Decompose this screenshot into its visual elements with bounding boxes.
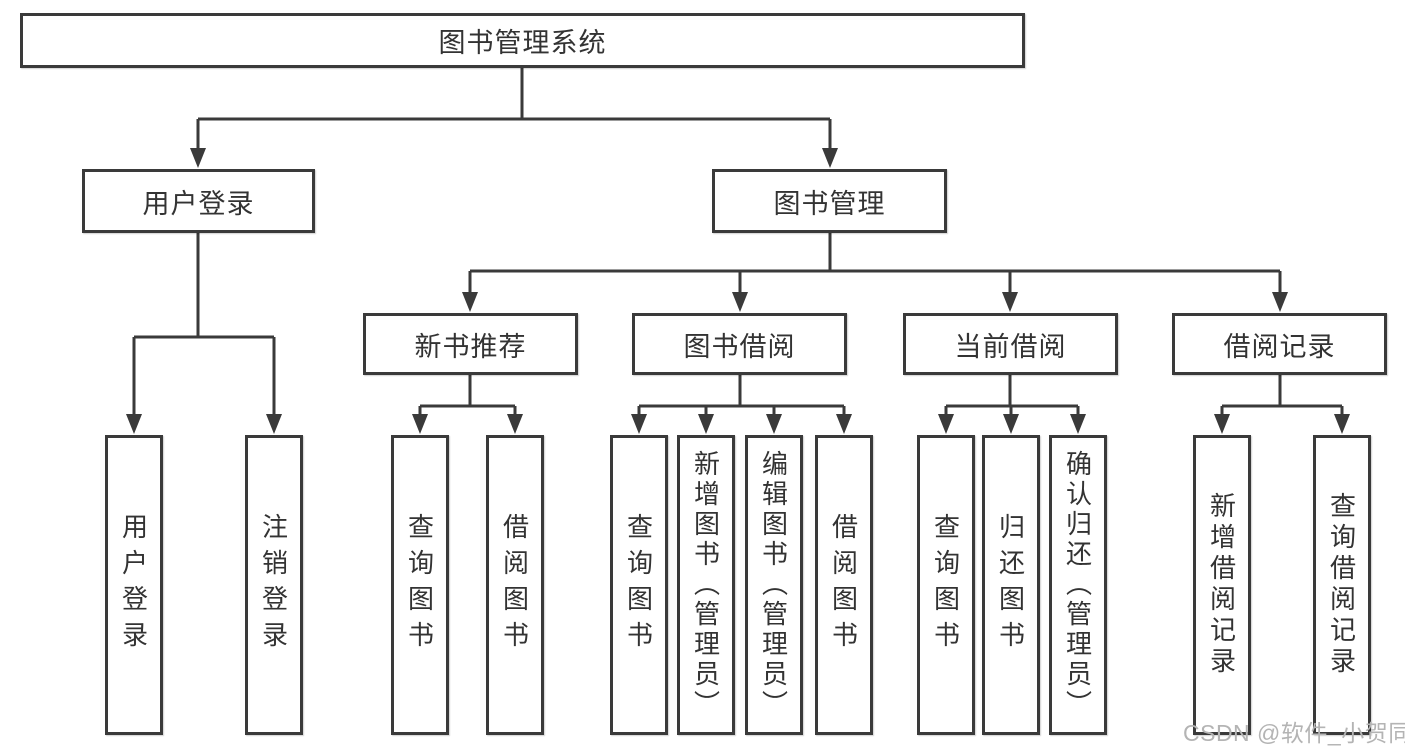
leaf-user-login: 用户登录 xyxy=(105,435,163,735)
leaf-label: 归还图书 xyxy=(995,513,1026,657)
leaf-label: 注销登录 xyxy=(258,513,289,657)
node-current-borrowing: 当前借阅 xyxy=(903,313,1118,375)
leaf-label: 新增图书（管理员） xyxy=(690,450,721,720)
leaf-confirm-return-admin: 确认归还（管理员） xyxy=(1049,435,1107,735)
csdn-watermark: CSDN @软件_小贺同学 xyxy=(1183,720,1405,746)
leaf-add-borrow-record: 新增借阅记录 xyxy=(1193,435,1251,735)
node-label: 图书借阅 xyxy=(683,331,796,362)
leaf-query-books-recommend: 查询图书 xyxy=(391,435,449,735)
node-label: 新书推荐 xyxy=(414,331,527,362)
leaf-label: 查询图书 xyxy=(623,513,654,657)
leaf-label: 查询图书 xyxy=(404,513,435,657)
node-label: 用户登录 xyxy=(142,188,255,219)
node-user-login: 用户登录 xyxy=(82,169,315,233)
leaf-label: 用户登录 xyxy=(118,513,149,657)
node-label: 借阅记录 xyxy=(1223,331,1336,362)
leaf-query-books-current: 查询图书 xyxy=(917,435,975,735)
leaf-logout: 注销登录 xyxy=(245,435,303,735)
leaf-edit-book-admin: 编辑图书（管理员） xyxy=(745,435,803,735)
leaf-label: 编辑图书（管理员） xyxy=(758,450,789,720)
leaf-query-borrow-record: 查询借阅记录 xyxy=(1313,435,1371,735)
node-label: 图书管理系统 xyxy=(438,28,607,58)
leaf-label: 借阅图书 xyxy=(828,513,859,657)
node-book-management: 图书管理 xyxy=(712,169,947,233)
node-new-book-recommendation: 新书推荐 xyxy=(363,313,578,375)
node-label: 当前借阅 xyxy=(954,331,1067,362)
leaf-label: 查询借阅记录 xyxy=(1326,492,1357,678)
leaf-label: 借阅图书 xyxy=(499,513,530,657)
leaf-label: 确认归还（管理员） xyxy=(1062,450,1093,720)
leaf-add-book-admin: 新增图书（管理员） xyxy=(677,435,735,735)
leaf-query-books-borrowing: 查询图书 xyxy=(610,435,668,735)
leaf-borrow-books-borrowing: 借阅图书 xyxy=(815,435,873,735)
leaf-return-books: 归还图书 xyxy=(982,435,1040,735)
node-label: 图书管理 xyxy=(773,188,886,219)
node-book-borrowing: 图书借阅 xyxy=(632,313,847,375)
node-library-management-system: 图书管理系统 xyxy=(20,13,1025,68)
leaf-label: 查询图书 xyxy=(930,513,961,657)
node-borrowing-records: 借阅记录 xyxy=(1172,313,1387,375)
leaf-label: 新增借阅记录 xyxy=(1206,492,1237,678)
leaf-borrow-books-recommend: 借阅图书 xyxy=(486,435,544,735)
